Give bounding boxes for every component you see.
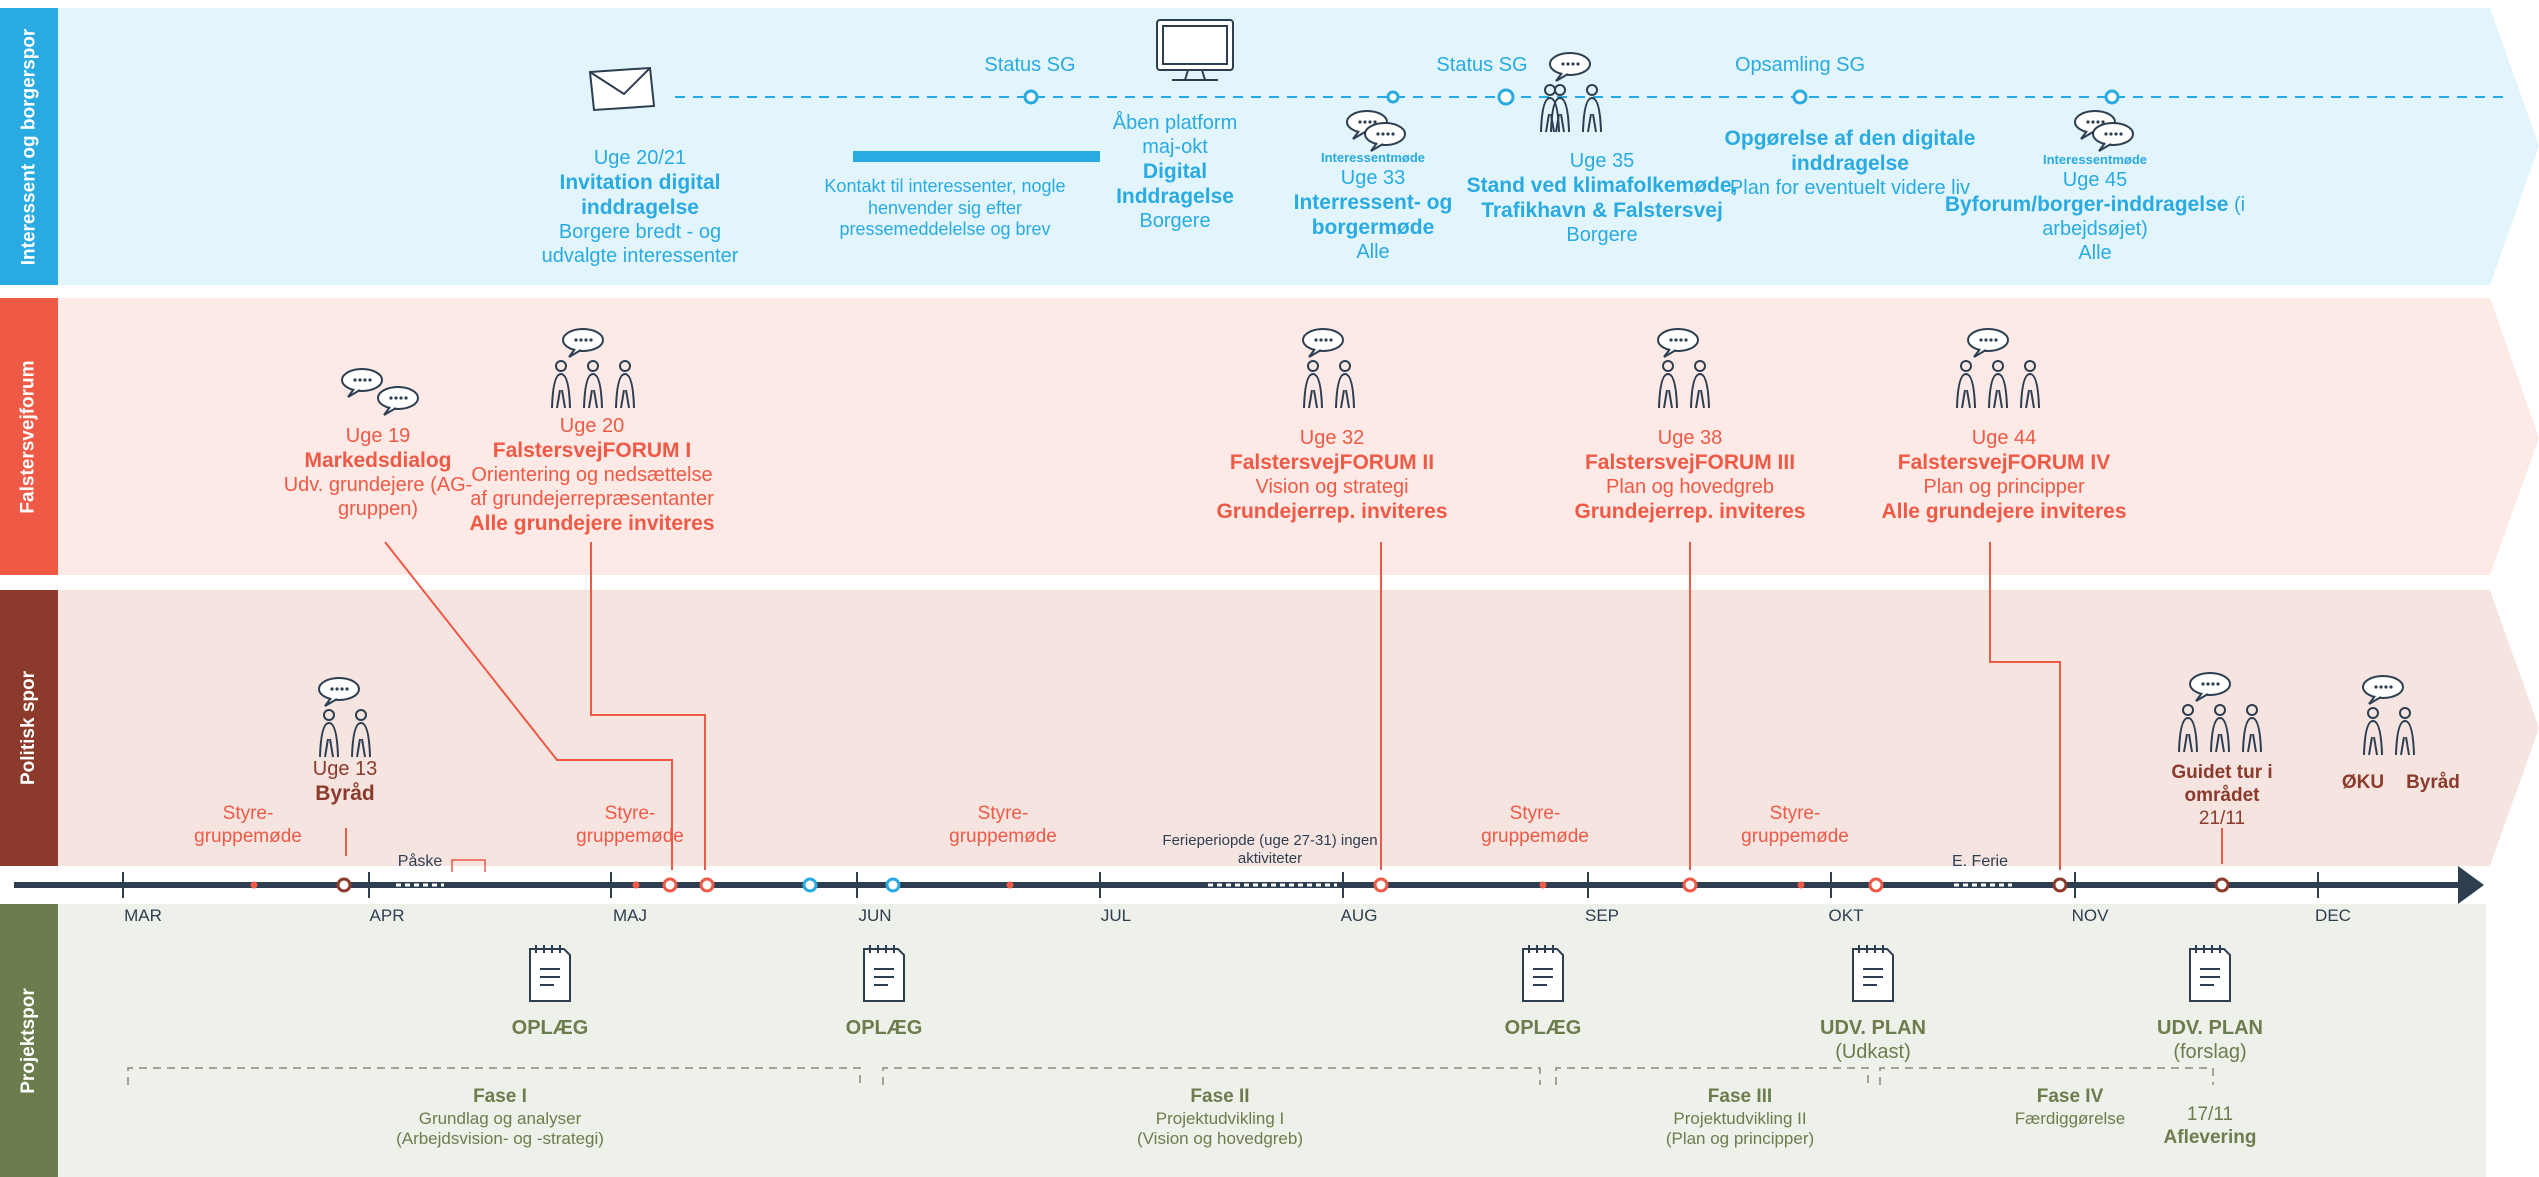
deliverable-label: OPLÆG <box>845 1017 923 1039</box>
uge45-block: Interessentmøde Uge 45 Byforum/borger-in… <box>1944 152 2246 264</box>
deliverable-block: UDV. PLAN (Udkast) <box>1820 1017 1926 1063</box>
band-interessent-tab <box>0 8 58 285</box>
uge33-block: Interessentmøde Uge 33 Interressent- og … <box>1293 150 1453 263</box>
styregruppe-label: Styre- gruppemøde <box>949 803 1057 847</box>
efterars-ferie-label: E. Ferie <box>1951 853 2008 870</box>
phase-block: Fase II Projektudvikling I (Vision og ho… <box>1136 1086 1303 1149</box>
month-label: SEP <box>1584 906 1620 925</box>
band-politisk-tab <box>0 590 58 866</box>
kontakt-text: Kontakt til interessenter, nogle henvend… <box>824 176 1066 240</box>
band-title-interessent: Interessent og borgerspor <box>18 28 39 265</box>
byraad-label: Byråd <box>2406 772 2460 793</box>
band-politisk-bg <box>58 590 2539 866</box>
opgorelse-block: Opgørelse af den digitale inddragelse Pl… <box>1724 127 1976 200</box>
month-label: MAR <box>124 906 162 925</box>
band-projekt-tab <box>0 904 58 1177</box>
month-label: AUG <box>1340 906 1378 925</box>
uge32-block: Uge 32 FalstersvejFORUM II Vision og str… <box>1216 427 1448 524</box>
styregruppe-label: Styre- gruppemøde <box>576 803 684 847</box>
document-icon <box>529 944 571 1002</box>
month-label: MAJ <box>613 906 647 925</box>
band-falstersvej-bg <box>58 298 2539 575</box>
uge44-block: Uge 44 FalstersvejFORUM IV Plan og princ… <box>1881 427 2127 524</box>
paaske-label: Påske <box>397 853 443 870</box>
band-projekt-bg <box>58 904 2486 1177</box>
phase-block: Fase I Grundlag og analyser (Arbejdsvisi… <box>396 1086 604 1149</box>
band-title-falstersvej: Falstersvejforum <box>18 359 39 514</box>
invitation-block: Uge 20/21 Invitation digital inddragelse… <box>541 147 739 268</box>
month-label: OKT <box>1828 906 1864 925</box>
styregruppe-label: Styre- gruppemøde <box>194 803 302 847</box>
phase-block: Fase IV Færdiggørelse <box>2014 1086 2126 1128</box>
status-sg-label: Status SG <box>984 54 1076 76</box>
uge13-block: Uge 13 Byråd <box>312 758 378 805</box>
band-interessent-bg <box>58 8 2539 285</box>
month-label: NOV <box>2071 906 2109 925</box>
aflevering-block: 17/11 Aflevering <box>2163 1104 2257 1148</box>
deliverable-label: OPLÆG <box>511 1017 589 1039</box>
phase-block: Fase III Projektudvikling II (Plan og pr… <box>1665 1086 1815 1149</box>
month-label: JUL <box>1100 906 1132 925</box>
ferie-label: Ferieperiopde (uge 27-31) ingen aktivite… <box>1162 832 1378 867</box>
month-label: DEC <box>2315 906 2351 925</box>
styregruppe-label: Styre- gruppemøde <box>1741 803 1849 847</box>
envelope-icon <box>588 66 656 112</box>
uge38-block: Uge 38 FalstersvejFORUM III Plan og hove… <box>1574 427 1806 524</box>
month-label: APR <box>369 906 405 925</box>
month-label: JUN <box>858 906 892 925</box>
uge35-block: Uge 35 Stand ved klimafolkemøde, Trafikh… <box>1466 150 1738 247</box>
platform-block: Åben platform maj-okt Digital Inddragels… <box>1112 112 1238 233</box>
status-sg-label: Status SG <box>1436 54 1528 76</box>
uge19-block: Uge 19 Markedsdialog Udv. grundejere (AG… <box>283 425 473 521</box>
styregruppe-label: Styre- gruppemøde <box>1481 803 1589 847</box>
deliverable-label: OPLÆG <box>1504 1017 1582 1039</box>
oku-label: ØKU <box>2341 772 2385 793</box>
band-falstersvej-tab <box>0 298 58 575</box>
opsamling-sg-label: Opsamling SG <box>1734 54 1866 76</box>
band-title-projekt: Projektspor <box>18 987 39 1094</box>
monitor-icon <box>1156 19 1234 81</box>
deliverable-block: UDV. PLAN (forslag) <box>2157 1017 2263 1063</box>
guidet-tur-block: Guidet tur i området 21/11 <box>2171 762 2273 829</box>
band-title-politisk: Politisk spor <box>18 670 39 786</box>
uge20-block: Uge 20 FalstersvejFORUM I Orientering og… <box>469 415 715 536</box>
